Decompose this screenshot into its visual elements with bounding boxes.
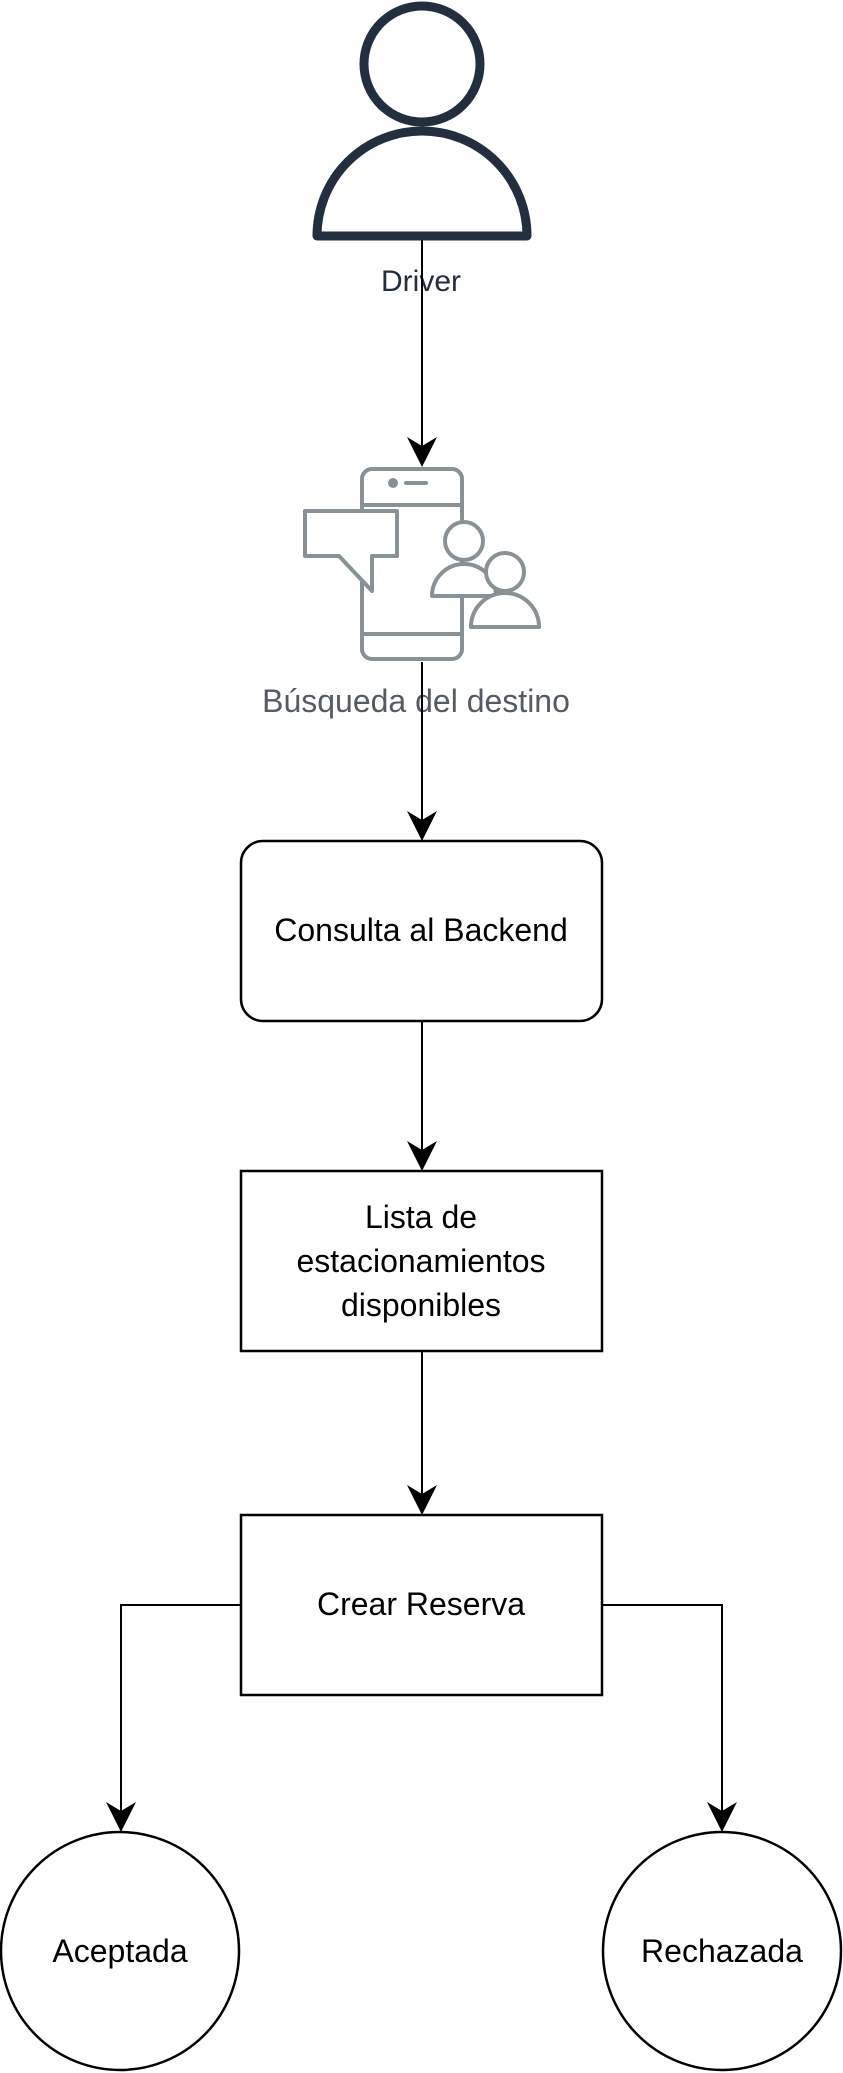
reserve-label: Crear Reserva bbox=[317, 1586, 525, 1622]
reserve-node bbox=[239, 1513, 604, 1697]
list-label-line-3: disponibles bbox=[341, 1287, 501, 1323]
list-node bbox=[239, 1169, 604, 1353]
edge-reserve-to-rejected bbox=[602, 1604, 737, 1832]
rejected-node bbox=[601, 1830, 843, 2072]
list-label-line-2: estacionamientos bbox=[296, 1243, 545, 1279]
edge-reserve-to-accepted bbox=[106, 1604, 241, 1832]
list-label-line-1: Lista de bbox=[365, 1199, 477, 1235]
rejected-label: Rechazada bbox=[641, 1933, 803, 1969]
backend-label: Consulta al Backend bbox=[274, 912, 568, 948]
accepted-label: Aceptada bbox=[52, 1933, 187, 1969]
user-icon bbox=[312, 1, 532, 241]
search-label: Búsqueda del destino bbox=[262, 683, 570, 719]
mobile-chat-users-icon bbox=[303, 467, 541, 661]
accepted-node bbox=[0, 1830, 241, 2072]
